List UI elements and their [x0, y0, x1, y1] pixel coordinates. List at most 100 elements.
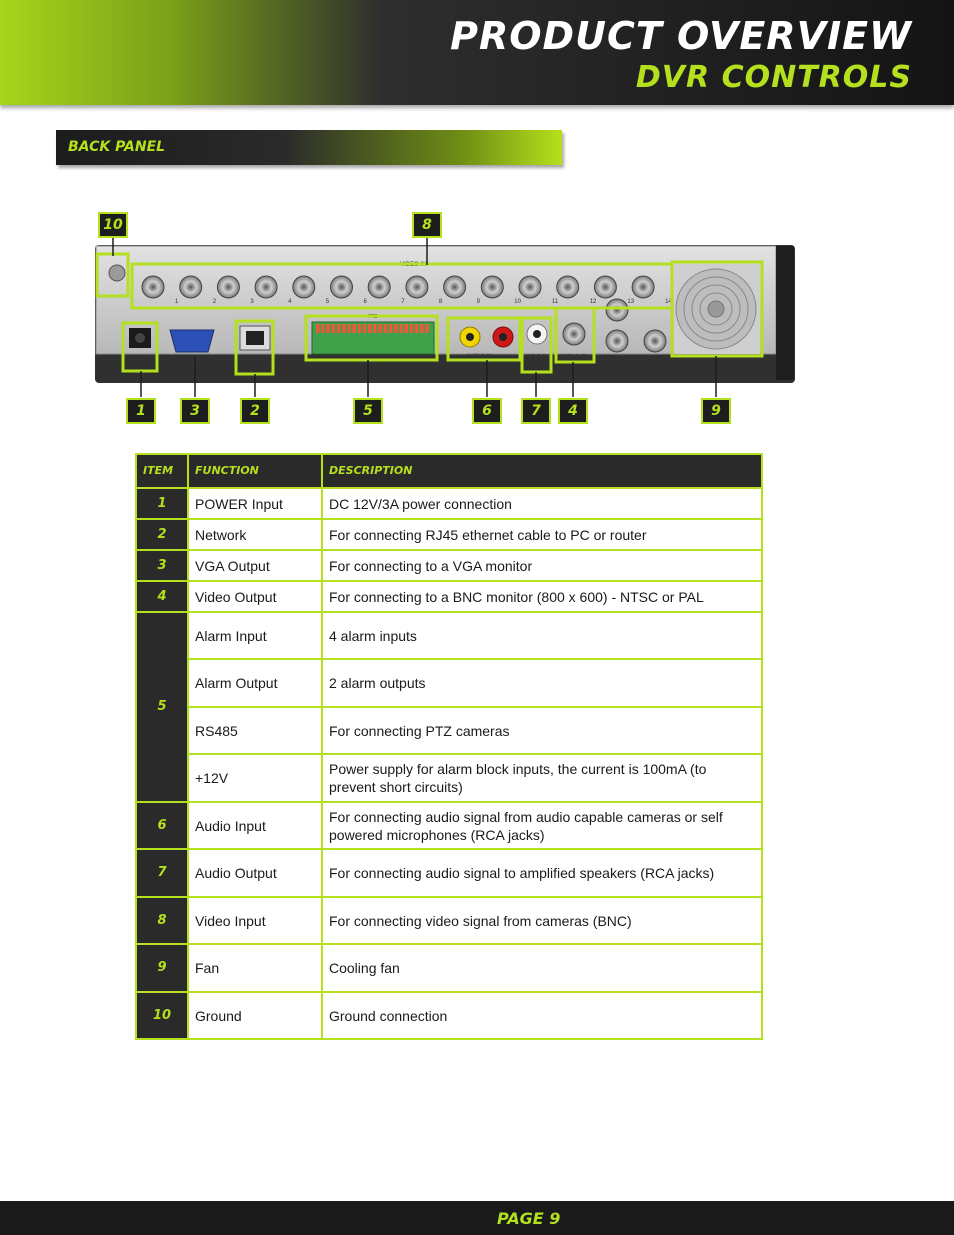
bnc-connector-icon: [556, 275, 580, 299]
callout-10: 10: [98, 212, 128, 238]
dc-jack-icon: [129, 328, 151, 348]
terminal-pin: [409, 324, 414, 333]
channel-number: 12: [590, 299, 597, 305]
channel-number: 13: [627, 299, 634, 305]
page-header: PRODUCT OVERVIEW DVR CONTROLS: [0, 0, 954, 105]
page-number: PAGE 9: [497, 1209, 561, 1228]
description-cell: For connecting video signal from cameras…: [321, 896, 763, 945]
description-cell: 2 alarm outputs: [321, 658, 763, 708]
description-cell: Cooling fan: [321, 943, 763, 993]
video-out-label: VIDEO OUT: [558, 354, 586, 360]
terminal-pin: [383, 324, 388, 333]
terminal-pin: [373, 324, 377, 333]
table-row: 9 Fan Cooling fan: [135, 943, 763, 993]
terminal-pin: [414, 324, 419, 333]
terminal-pin: [316, 324, 320, 333]
channel-number: 5: [326, 299, 330, 305]
table-row: 6 Audio Input For connecting audio signa…: [135, 801, 763, 850]
table-row: 5 Alarm Input 4 alarm inputs: [135, 611, 763, 803]
dc-label: DC +12V IN: [124, 356, 151, 362]
description-cell: For connecting to a VGA monitor: [321, 549, 763, 582]
audio-in-left-icon: [459, 326, 481, 348]
bnc-connector-icon: [292, 275, 316, 299]
function-cell: Video Input: [187, 896, 323, 945]
callout-6: 6: [472, 398, 502, 424]
bnc-16-icon: [605, 329, 629, 353]
description-cell: For connecting PTZ cameras: [321, 706, 763, 755]
item-number: 6: [135, 801, 189, 850]
table-row: 3 VGA Output For connecting to a VGA mon…: [135, 549, 763, 582]
table-row: 2 Network For connecting RJ45 ethernet c…: [135, 518, 763, 551]
rj45-label: RJ45: [247, 358, 262, 364]
vga-label: VGA: [187, 360, 198, 366]
bnc-connector-icon: [141, 275, 165, 299]
terminal-pin: [321, 324, 325, 333]
item-number: 3: [135, 549, 189, 582]
video-out-bnc-icon: [562, 322, 586, 346]
description-cell: Power supply for alarm block inputs, the…: [321, 753, 763, 803]
description-cell: For connecting audio signal to amplified…: [321, 848, 763, 898]
table-row: 1 POWER Input DC 12V/3A power connection: [135, 487, 763, 520]
table-row: Alarm Output 2 alarm outputs: [136, 658, 763, 708]
page-subtitle: DVR CONTROLS: [635, 60, 912, 95]
terminal-pin: [347, 324, 351, 333]
item-number: 7: [135, 848, 189, 898]
table-row: 4 Video Output For connecting to a BNC m…: [135, 580, 763, 613]
back-panel-table: ITEM FUNCTION DESCRIPTION 1 POWER Input …: [135, 453, 763, 1040]
terminal-pin: [388, 324, 393, 333]
audio-out-label: AUDIO OUT: [525, 354, 553, 360]
leader-lines: [112, 238, 717, 397]
channel-number: 8: [439, 299, 443, 305]
item-number: 5: [135, 611, 189, 803]
item-number: 1: [135, 487, 189, 520]
item-number: 10: [135, 991, 189, 1040]
function-cell: Alarm Input: [187, 611, 323, 660]
callout-5: 5: [353, 398, 383, 424]
terminal-pin: [362, 324, 367, 333]
terminal-pin: [425, 324, 429, 333]
video-in-label: VIDEO IN: [400, 262, 426, 268]
description-cell: For connecting audio signal from audio c…: [321, 801, 763, 850]
channel-number: 11: [552, 299, 559, 305]
audio-in-right-icon: [492, 326, 514, 348]
section-banner: BACK PANEL: [56, 130, 562, 165]
channel-number: 4: [288, 299, 292, 305]
terminal-pin: [331, 324, 336, 333]
channel-number: 1: [175, 299, 179, 305]
description-cell: For connecting RJ45 ethernet cable to PC…: [321, 518, 763, 551]
description-cell: DC 12V/3A power connection: [321, 487, 763, 520]
section-title: BACK PANEL: [68, 139, 166, 155]
function-cell: Video Output: [187, 580, 323, 613]
page-footer: PAGE 9: [0, 1201, 954, 1235]
bnc-connector-icon: [480, 275, 504, 299]
bnc-connector-icon: [631, 275, 655, 299]
ground-screw-icon: [108, 264, 126, 282]
bnc-extra-icon: [643, 329, 667, 353]
bnc-connector-icon: [405, 275, 429, 299]
bnc-connector-icon: [593, 275, 617, 299]
function-cell: Ground: [187, 991, 323, 1040]
callout-9: 9: [701, 398, 731, 424]
function-cell: Alarm Output: [187, 658, 323, 708]
chassis-plate: [95, 245, 777, 355]
channel-number: 10: [514, 299, 521, 305]
callout-7: 7: [521, 398, 551, 424]
terminal-pin: [336, 324, 341, 333]
col-header-description: DESCRIPTION: [321, 453, 763, 489]
terminal-pin: [342, 324, 346, 333]
description-cell: For connecting to a BNC monitor (800 x 6…: [321, 580, 763, 613]
function-cell: Network: [187, 518, 323, 551]
table-row: 10 Ground Ground connection: [135, 991, 763, 1040]
terminal-pin: [352, 324, 356, 333]
terminal-pin: [394, 324, 398, 333]
item-number: 8: [135, 896, 189, 945]
page-title: PRODUCT OVERVIEW: [450, 14, 912, 58]
channel-number: 3: [250, 299, 254, 305]
channel-number: 14: [665, 299, 672, 305]
callout-3: 3: [180, 398, 210, 424]
function-cell: Audio Output: [187, 848, 323, 898]
highlight-boxes: [95, 252, 764, 376]
function-cell: +12V: [187, 753, 323, 803]
function-cell: Audio Input: [187, 801, 323, 850]
